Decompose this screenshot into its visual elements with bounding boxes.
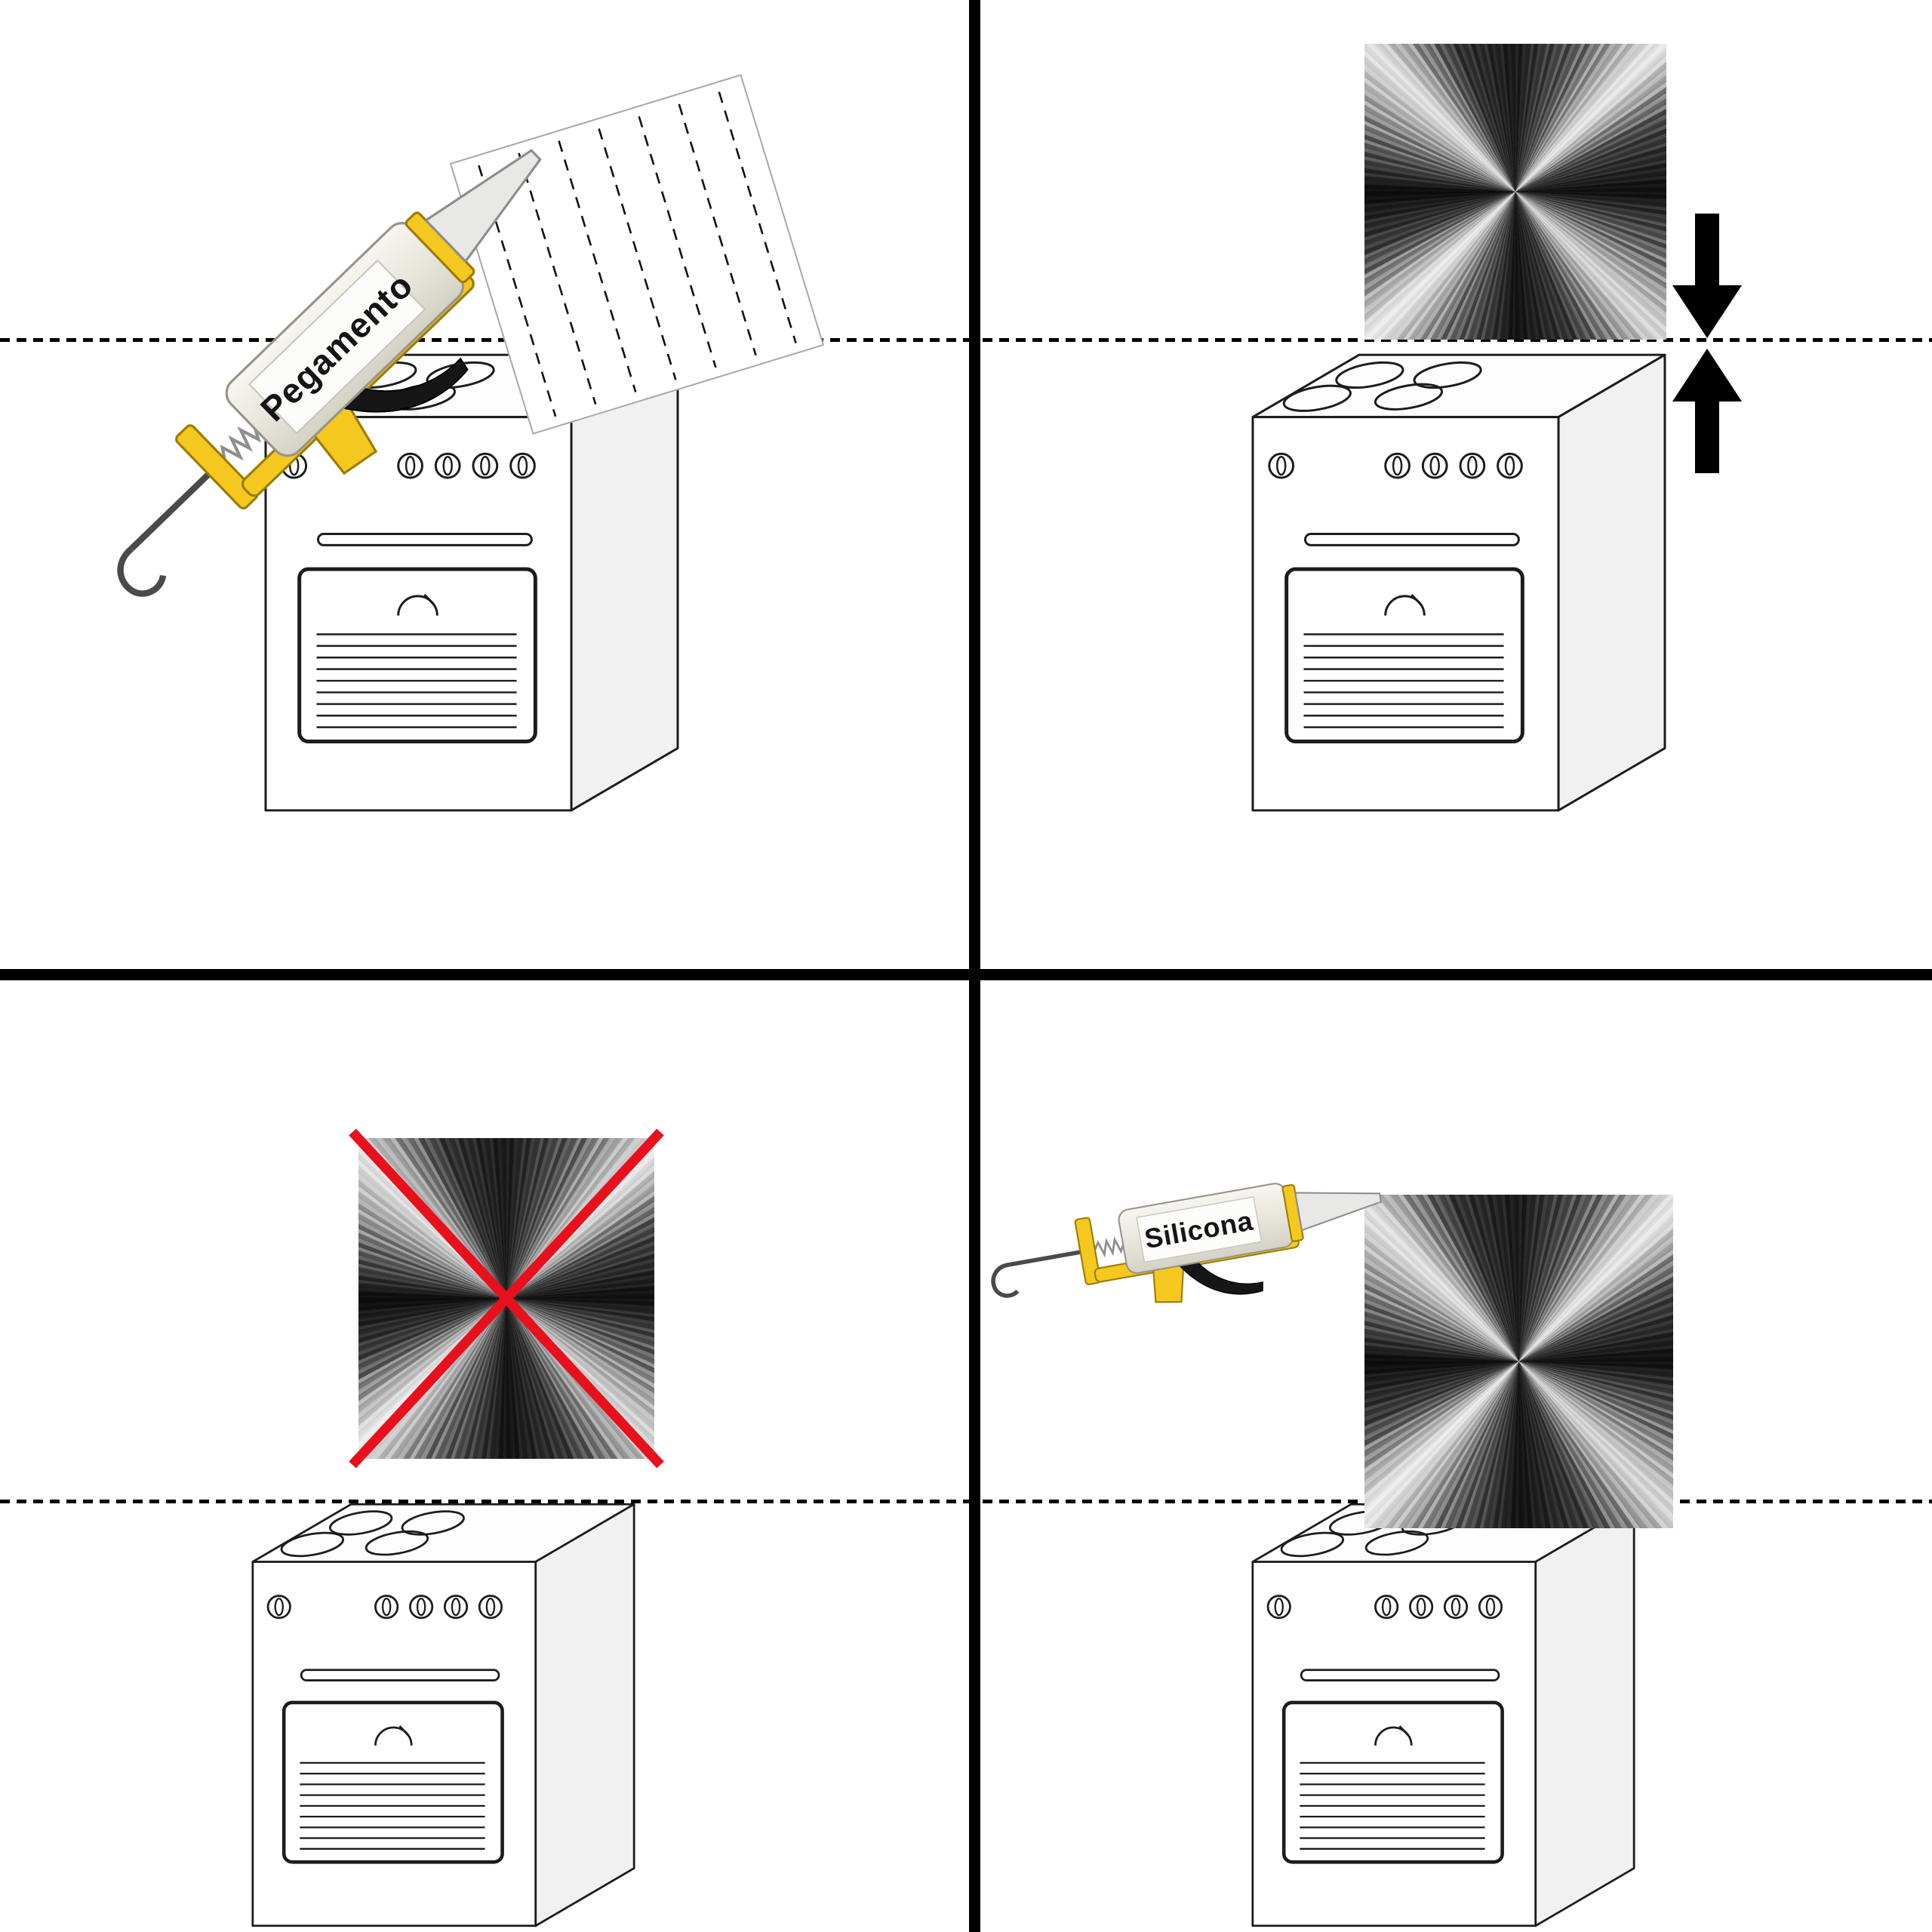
adhesive-bead-lines <box>478 91 797 417</box>
step-1-apply-adhesive: Pegamento <box>0 0 966 966</box>
cross-out-icon <box>349 1128 664 1469</box>
metal-backsplash-panel <box>1364 44 1666 340</box>
press-down-arrow-icon <box>1672 214 1742 338</box>
worktop-level-dashed-line <box>966 338 1932 342</box>
worktop-level-dashed-line <box>0 1500 966 1503</box>
stove-icon <box>1251 352 1666 813</box>
grid-divider-vertical <box>969 0 980 1932</box>
step-4-seal-with-silicone: Silicona <box>966 966 1932 1932</box>
metal-backsplash-panel <box>1364 1195 1673 1528</box>
press-together-arrows-icon <box>1672 214 1742 473</box>
stove-icon <box>251 1502 635 1928</box>
step-2-press-panel <box>966 0 1932 966</box>
worktop-level-dashed-line <box>0 338 966 342</box>
panel-back-adhesive-lines <box>449 74 825 435</box>
caulk-gun-icon: Silicona <box>974 1127 1414 1335</box>
step-3-crossed-out-option <box>0 966 966 1932</box>
caulk-gun-icon: Pegamento <box>33 58 632 647</box>
crossed-out-panel <box>349 1128 664 1469</box>
grid-divider-horizontal <box>0 969 1932 980</box>
stove-icon <box>1251 1502 1635 1928</box>
press-up-arrow-icon <box>1672 349 1742 473</box>
